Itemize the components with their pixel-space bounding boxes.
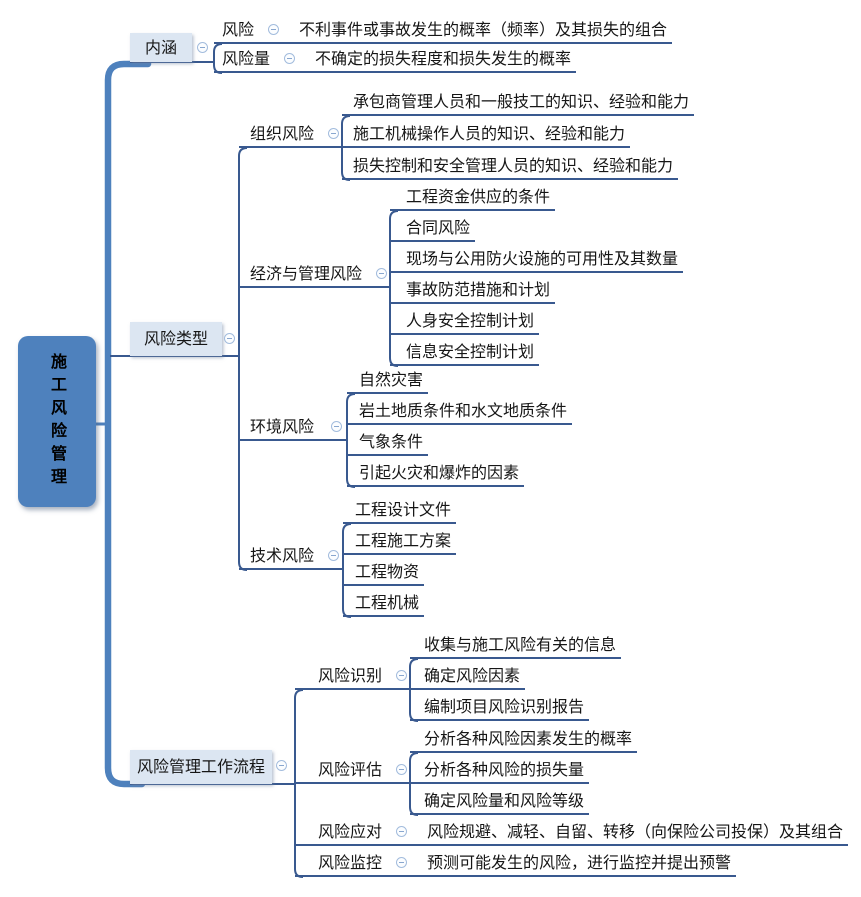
topic-label: 分析各种风险的损失量 xyxy=(424,759,585,779)
topic-note: 不利事件或事故发生的概率（频率）及其损失的组合 xyxy=(299,19,668,39)
leaf-topic[interactable]: 工程设计文件 xyxy=(343,497,457,524)
topic-organizational-risk[interactable]: 组织风险 xyxy=(239,121,342,148)
topic-label: 自然灾害 xyxy=(359,369,424,389)
topic-label: 工程机械 xyxy=(355,592,420,612)
main-spine xyxy=(104,60,152,788)
topic-label: 风险识别 xyxy=(318,665,383,685)
leaf-topic[interactable]: 工程施工方案 xyxy=(343,528,457,555)
topic-label: 编制项目风险识别报告 xyxy=(424,696,585,716)
topic-label: 经济与管理风险 xyxy=(250,263,363,283)
collapse-icon[interactable] xyxy=(328,128,340,139)
topic-label: 确定风险量和风险等级 xyxy=(424,790,585,810)
collapse-icon[interactable] xyxy=(284,53,296,64)
leaf-topic[interactable]: 施工机械操作人员的知识、经验和能力 xyxy=(342,121,631,148)
topic-label: 现场与公用防火设施的可用性及其数量 xyxy=(406,248,679,268)
topic-risk-assessment[interactable]: 风险评估 xyxy=(295,757,410,784)
topic-risk-types[interactable]: 风险类型 xyxy=(130,322,222,356)
topic-label: 风险应对 xyxy=(318,821,383,841)
leaf-topic[interactable]: 引起火灾和爆炸的因素 xyxy=(347,460,525,487)
leaf-topic[interactable]: 自然灾害 xyxy=(347,367,429,394)
root-topic[interactable]: 施工风险管理 xyxy=(18,336,96,507)
topic-label: 技术风险 xyxy=(250,545,315,565)
leaf-topic[interactable]: 岩土地质条件和水文地质条件 xyxy=(347,398,573,425)
topic-label: 风险监控 xyxy=(318,852,383,872)
topic-label: 气象条件 xyxy=(359,431,424,451)
collapse-icon[interactable] xyxy=(268,24,280,35)
topic-label: 分析各种风险因素发生的概率 xyxy=(424,728,633,748)
topic-note: 预测可能发生的风险，进行监控并提出预警 xyxy=(427,852,732,872)
topic-label: 岩土地质条件和水文地质条件 xyxy=(359,400,568,420)
topic-note: 风险规避、减轻、自留、转移（向保险公司投保）及其组合 xyxy=(427,821,844,841)
leaf-topic[interactable]: 事故防范措施和计划 xyxy=(390,277,556,304)
collapse-icon[interactable] xyxy=(331,421,342,432)
leaf-topic[interactable]: 工程物资 xyxy=(343,559,425,586)
collapse-icon[interactable] xyxy=(376,268,388,279)
collapse-icon[interactable] xyxy=(276,760,287,771)
topic-risk-management-workflow[interactable]: 风险管理工作流程 xyxy=(130,750,272,784)
leaf-topic[interactable]: 分析各种风险的损失量 xyxy=(410,757,590,784)
topic-label: 损失控制和安全管理人员的知识、经验和能力 xyxy=(353,155,674,175)
leaf-topic[interactable]: 损失控制和安全管理人员的知识、经验和能力 xyxy=(342,153,679,180)
topic-label: 工程设计文件 xyxy=(355,499,452,519)
collapse-icon[interactable] xyxy=(328,550,340,561)
topic-label: 工程资金供应的条件 xyxy=(406,186,551,206)
collapse-icon[interactable] xyxy=(396,826,408,837)
topic-label: 风险评估 xyxy=(318,759,383,779)
topic-label: 风险量 xyxy=(222,48,271,68)
topic-connotation[interactable]: 内涵 xyxy=(130,33,192,62)
leaf-topic[interactable]: 信息安全控制计划 xyxy=(390,339,540,366)
topic-environmental-risk[interactable]: 环境风险 xyxy=(239,414,347,441)
leaf-topic[interactable]: 确定风险量和风险等级 xyxy=(410,788,590,815)
leaf-topic[interactable]: 承包商管理人员和一般技工的知识、经验和能力 xyxy=(342,89,695,116)
topic-risk-identification[interactable]: 风险识别 xyxy=(295,663,410,690)
leaf-topic[interactable]: 编制项目风险识别报告 xyxy=(410,694,590,721)
topic-label: 风险 xyxy=(222,19,255,39)
leaf-topic[interactable]: 合同风险 xyxy=(390,215,476,242)
leaf-topic[interactable]: 工程资金供应的条件 xyxy=(390,184,556,211)
topic-label: 组织风险 xyxy=(250,123,315,143)
leaf-topic[interactable]: 工程机械 xyxy=(343,590,425,617)
topic-label: 收集与施工风险有关的信息 xyxy=(424,634,617,654)
topic-note: 不确定的损失程度和损失发生的概率 xyxy=(315,48,572,68)
topic-label: 引起火灾和爆炸的因素 xyxy=(359,462,520,482)
leaf-topic[interactable]: 分析各种风险因素发生的概率 xyxy=(410,726,638,753)
topic-technical-risk[interactable]: 技术风险 xyxy=(239,543,343,570)
topic-economic-management-risk[interactable]: 经济与管理风险 xyxy=(239,261,390,288)
leaf-topic[interactable]: 人身安全控制计划 xyxy=(390,308,540,335)
leaf-topic[interactable]: 确定风险因素 xyxy=(410,663,526,690)
topic-label: 确定风险因素 xyxy=(424,665,521,685)
topic-label: 人身安全控制计划 xyxy=(406,310,535,330)
topic-label: 信息安全控制计划 xyxy=(406,341,535,361)
leaf-topic[interactable]: 气象条件 xyxy=(347,429,429,456)
topic-label: 环境风险 xyxy=(250,416,315,436)
topic-risk-response[interactable]: 风险应对 风险规避、减轻、自留、转移（向保险公司投保）及其组合 xyxy=(295,819,849,846)
topic-risk-amount[interactable]: 风险量 不确定的损失程度和损失发生的概率 xyxy=(214,46,577,73)
leaf-topic[interactable]: 收集与施工风险有关的信息 xyxy=(410,632,622,659)
topic-label: 合同风险 xyxy=(406,217,471,237)
leaf-topic[interactable]: 现场与公用防火设施的可用性及其数量 xyxy=(390,246,684,273)
topic-label: 施工机械操作人员的知识、经验和能力 xyxy=(353,123,626,143)
topic-label: 事故防范措施和计划 xyxy=(406,279,551,299)
topic-label: 工程施工方案 xyxy=(355,530,452,550)
collapse-icon[interactable] xyxy=(396,857,408,868)
topic-label: 承包商管理人员和一般技工的知识、经验和能力 xyxy=(353,91,690,111)
topic-risk[interactable]: 风险 不利事件或事故发生的概率（频率）及其损失的组合 xyxy=(214,17,673,44)
collapse-icon[interactable] xyxy=(224,333,235,344)
collapse-icon[interactable] xyxy=(396,764,408,775)
collapse-icon[interactable] xyxy=(396,670,408,681)
collapse-icon[interactable] xyxy=(197,42,208,53)
topic-label: 工程物资 xyxy=(355,561,420,581)
topic-risk-monitoring[interactable]: 风险监控 预测可能发生的风险，进行监控并提出预警 xyxy=(295,850,737,877)
